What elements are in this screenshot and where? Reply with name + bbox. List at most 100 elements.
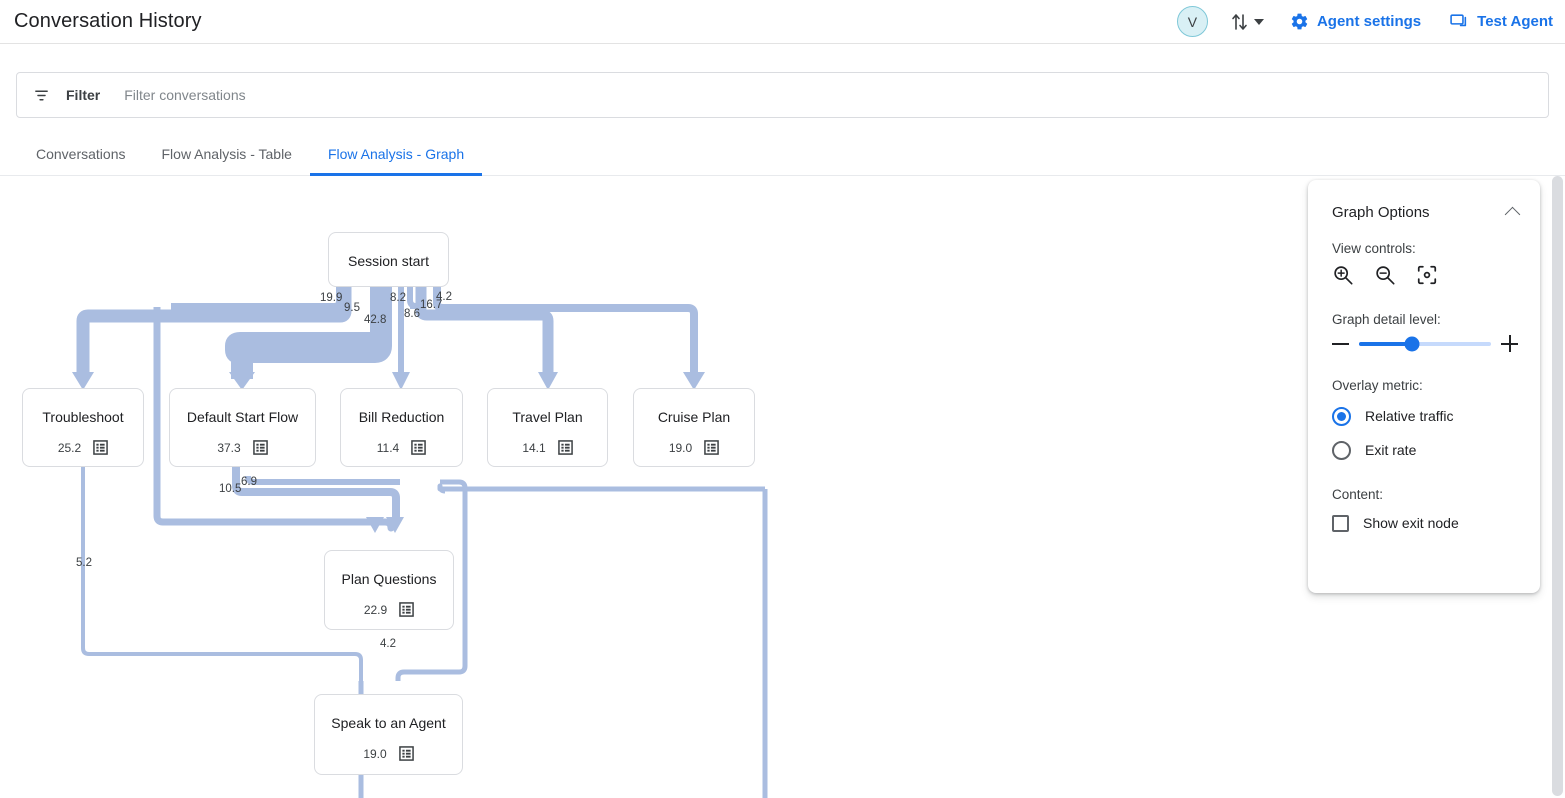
filter-conversations-input[interactable]: Filter conversations bbox=[124, 87, 246, 103]
sort-order-control[interactable] bbox=[1230, 12, 1264, 32]
tab-bar: Conversations Flow Analysis - Table Flow… bbox=[0, 132, 1565, 176]
tab-flow-analysis-graph[interactable]: Flow Analysis - Graph bbox=[310, 132, 482, 176]
filter-icon bbox=[35, 90, 48, 100]
edge-label: 8.2 bbox=[390, 292, 406, 304]
node-label: Session start bbox=[348, 253, 429, 269]
radio-dot bbox=[1337, 411, 1346, 421]
chat-bubble-icon bbox=[1450, 14, 1467, 27]
edge-label: 42.8 bbox=[364, 314, 387, 326]
graph-node-bill-reduction[interactable]: Bill Reduction 11.4 bbox=[340, 388, 463, 467]
node-label: Plan Questions bbox=[341, 571, 437, 587]
tab-conversations[interactable]: Conversations bbox=[36, 146, 126, 162]
edge-label: 19.9 bbox=[320, 292, 343, 304]
agent-settings-label: Agent settings bbox=[1316, 13, 1422, 30]
node-label: Travel Plan bbox=[512, 409, 583, 425]
node-value: 22.9 bbox=[363, 602, 388, 617]
graph-node-speak-to-an-agent[interactable]: Speak to an Agent 19.0 bbox=[314, 694, 463, 775]
list-detail-icon[interactable] bbox=[704, 440, 719, 455]
graph-options-title: Graph Options bbox=[1332, 204, 1430, 221]
filter-bar[interactable]: Filter Filter conversations bbox=[16, 72, 1549, 118]
node-label: Bill Reduction bbox=[358, 409, 445, 425]
graph-detail-level-label: Graph detail level: bbox=[1332, 312, 1441, 327]
zoom-in-icon[interactable] bbox=[1332, 264, 1354, 286]
test-agent-button[interactable]: Test Agent bbox=[1449, 12, 1553, 31]
page-title: Conversation History bbox=[14, 10, 202, 32]
node-value: 25.2 bbox=[57, 440, 82, 455]
node-label: Cruise Plan bbox=[657, 409, 731, 425]
fit-to-screen-icon[interactable] bbox=[1416, 264, 1438, 286]
overlay-metric-label: Overlay metric: bbox=[1332, 378, 1423, 393]
graph-node-cruise-plan[interactable]: Cruise Plan 19.0 bbox=[633, 388, 755, 467]
content-label: Content: bbox=[1332, 487, 1384, 502]
chevron-up-icon[interactable] bbox=[1504, 206, 1521, 223]
filter-label: Filter bbox=[66, 87, 101, 103]
slider-fill bbox=[1359, 341, 1412, 346]
list-detail-icon[interactable] bbox=[399, 602, 414, 617]
node-metrics: 22.9 bbox=[364, 602, 414, 617]
zoom-out-icon[interactable] bbox=[1374, 264, 1396, 286]
list-detail-icon[interactable] bbox=[252, 440, 268, 455]
checkbox-show-exit-node[interactable]: Show exit node bbox=[1308, 506, 1540, 540]
node-label: Speak to an Agent bbox=[331, 715, 446, 731]
edge-label: 8.6 bbox=[404, 308, 420, 320]
avatar[interactable]: V bbox=[1176, 6, 1208, 37]
checkbox-label: Show exit node bbox=[1363, 515, 1459, 531]
edge-label: 4.2 bbox=[380, 638, 396, 650]
vertical-scrollbar[interactable] bbox=[1552, 176, 1563, 796]
node-value: 11.4 bbox=[376, 440, 400, 455]
node-metrics: 19.0 bbox=[669, 440, 719, 455]
checkbox-icon-unchecked bbox=[1332, 514, 1349, 532]
edge-label: 4.2 bbox=[436, 291, 452, 303]
edge-label: 10.5 bbox=[219, 483, 242, 495]
plus-icon[interactable] bbox=[1501, 335, 1518, 352]
list-detail-icon[interactable] bbox=[398, 746, 414, 761]
node-metrics: 14.1 bbox=[522, 440, 573, 455]
app-header: Conversation History V Agent settings Te… bbox=[0, 0, 1565, 44]
graph-node-plan-questions[interactable]: Plan Questions 22.9 bbox=[324, 550, 454, 630]
sort-arrows-icon bbox=[1232, 13, 1247, 30]
radio-label: Relative traffic bbox=[1365, 408, 1454, 424]
node-metrics: 25.2 bbox=[58, 440, 108, 455]
node-metrics: 11.4 bbox=[376, 440, 427, 455]
header-actions: V Agent settings Test Agent bbox=[1176, 0, 1565, 44]
graph-node-default-start-flow[interactable]: Default Start Flow 37.3 bbox=[169, 388, 316, 467]
graph-options-panel: Graph Options View controls: Graph detai… bbox=[1308, 180, 1540, 593]
chevron-down-icon bbox=[1253, 18, 1264, 25]
node-label: Troubleshoot bbox=[42, 409, 124, 425]
tab-flow-analysis-table[interactable]: Flow Analysis - Table bbox=[161, 146, 292, 162]
list-detail-icon[interactable] bbox=[411, 440, 427, 455]
view-controls-label: View controls: bbox=[1332, 241, 1416, 256]
radio-label: Exit rate bbox=[1365, 442, 1417, 458]
slider-thumb[interactable] bbox=[1404, 336, 1420, 351]
graph-node-session-start[interactable]: Session start bbox=[328, 232, 449, 287]
edge-label: 9.5 bbox=[344, 302, 360, 314]
edge-label: 5.2 bbox=[76, 557, 92, 569]
node-metrics: 19.0 bbox=[363, 746, 414, 761]
test-agent-label: Test Agent bbox=[1477, 13, 1553, 30]
avatar-initial: V bbox=[1187, 13, 1198, 30]
node-label: Default Start Flow bbox=[186, 409, 299, 425]
node-value: 37.3 bbox=[217, 440, 241, 455]
edge-label: 16.7 bbox=[420, 299, 443, 311]
graph-options-header[interactable]: Graph Options bbox=[1308, 180, 1540, 223]
node-value: 19.0 bbox=[363, 746, 387, 761]
radio-icon-unselected bbox=[1332, 440, 1351, 460]
view-controls-group bbox=[1308, 256, 1540, 286]
flow-graph-canvas[interactable]: Session start Troubleshoot 25.2 Default … bbox=[0, 176, 1549, 798]
gear-icon bbox=[1291, 13, 1308, 30]
radio-icon-selected bbox=[1332, 406, 1351, 426]
radio-exit-rate[interactable]: Exit rate bbox=[1308, 433, 1540, 467]
node-metrics: 37.3 bbox=[217, 440, 268, 455]
minus-icon[interactable] bbox=[1332, 335, 1349, 352]
graph-node-troubleshoot[interactable]: Troubleshoot 25.2 bbox=[22, 388, 144, 467]
edge-label: 6.9 bbox=[241, 476, 257, 488]
graph-node-travel-plan[interactable]: Travel Plan 14.1 bbox=[487, 388, 608, 467]
node-value: 14.1 bbox=[522, 440, 546, 455]
radio-relative-traffic[interactable]: Relative traffic bbox=[1308, 399, 1540, 433]
list-detail-icon[interactable] bbox=[557, 440, 573, 455]
graph-detail-slider[interactable] bbox=[1359, 336, 1491, 351]
graph-detail-slider-row bbox=[1308, 327, 1540, 352]
list-detail-icon[interactable] bbox=[93, 440, 108, 455]
agent-settings-button[interactable]: Agent settings bbox=[1290, 12, 1421, 31]
node-value: 19.0 bbox=[668, 440, 693, 455]
